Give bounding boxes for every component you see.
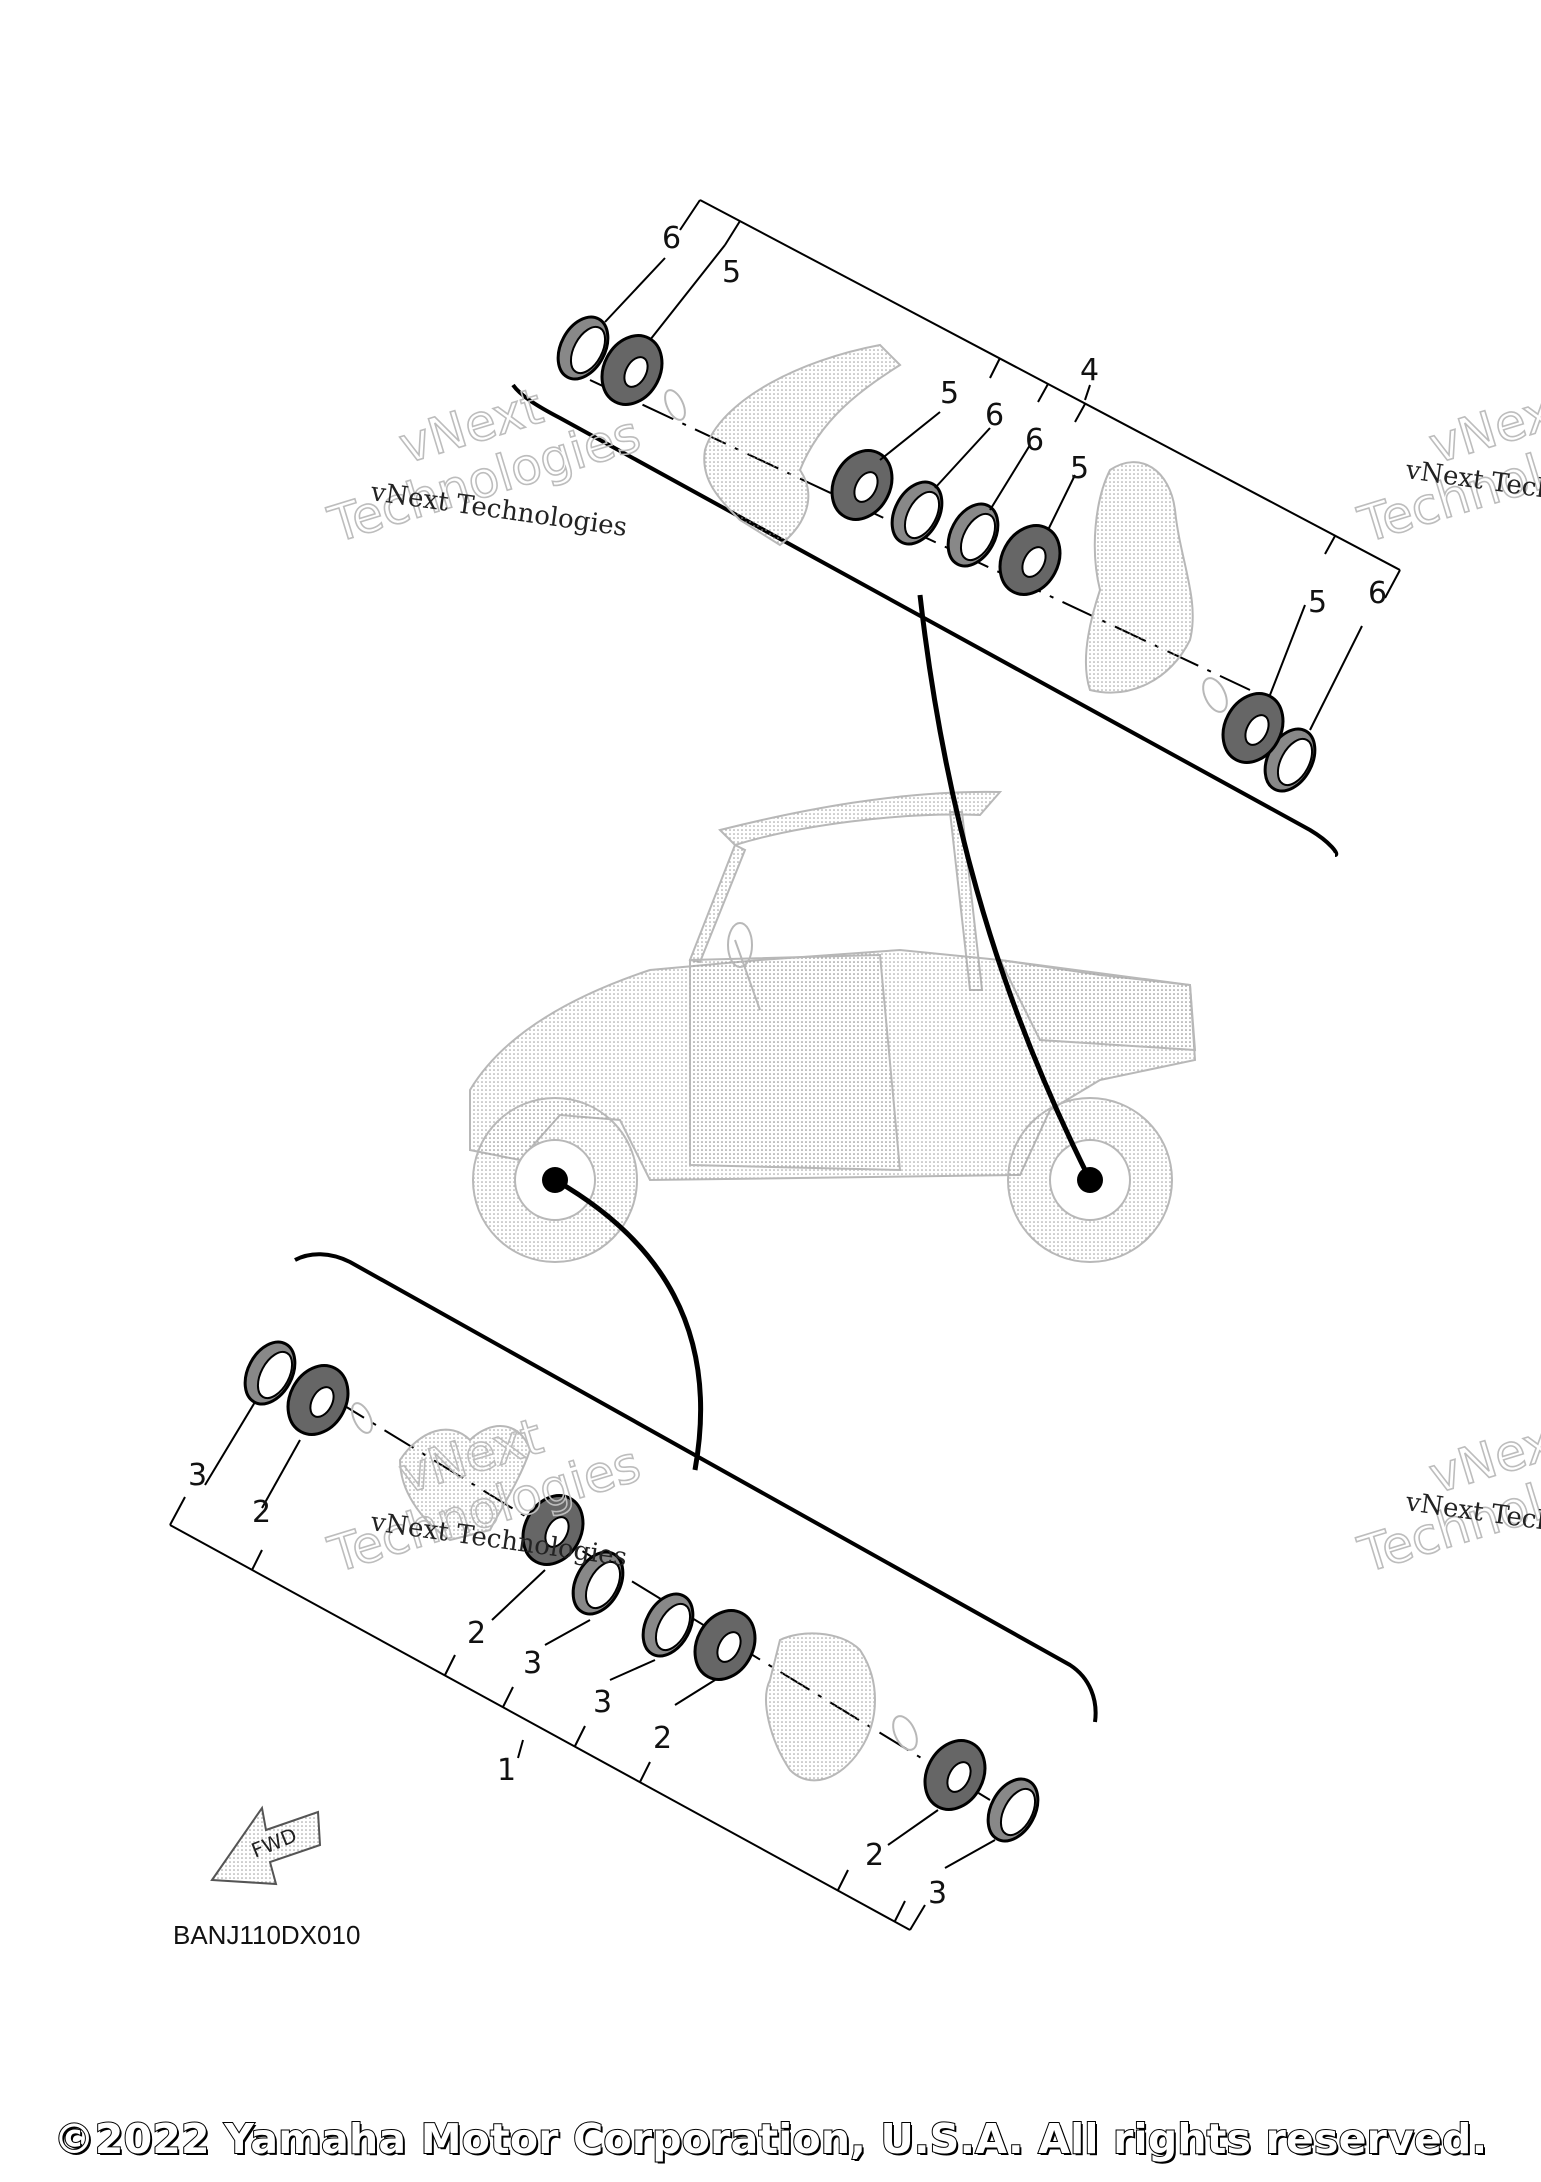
callout-6: 6 bbox=[1025, 423, 1044, 458]
callout-5: 5 bbox=[722, 255, 741, 290]
front-knuckle-right bbox=[765, 1632, 876, 1782]
diagram-code: BANJ110DX010 bbox=[173, 1920, 360, 1950]
callout-2: 2 bbox=[653, 1721, 672, 1756]
callout-3: 3 bbox=[593, 1685, 612, 1720]
rear-leader-line bbox=[917, 594, 1093, 1182]
fwd-arrow-icon: FWD bbox=[210, 1805, 322, 1886]
callout-6: 6 bbox=[662, 221, 681, 256]
rear-assembly: 6 5 5 6 6 5 4 5 6 bbox=[511, 199, 1401, 857]
callout-5: 5 bbox=[940, 376, 959, 411]
callout-3: 3 bbox=[523, 1646, 542, 1681]
callout-2: 2 bbox=[252, 1495, 271, 1530]
front-leader-line bbox=[553, 1177, 704, 1471]
front-knuckle-left bbox=[398, 1425, 532, 1542]
callout-6: 6 bbox=[985, 398, 1004, 433]
callout-3: 3 bbox=[928, 1876, 947, 1911]
callout-4: 4 bbox=[1080, 353, 1099, 388]
callout-3: 3 bbox=[188, 1458, 207, 1493]
callout-2: 2 bbox=[865, 1838, 884, 1873]
rear-knuckle-left bbox=[703, 343, 902, 547]
rear-knuckle-right bbox=[1084, 461, 1194, 694]
copyright-notice: ©2022 Yamaha Motor Corporation, U.S.A. A… bbox=[53, 2114, 1488, 2164]
front-assembly: 3 2 2 3 3 2 1 2 3 bbox=[169, 1252, 1098, 1931]
callout-6: 6 bbox=[1368, 576, 1387, 611]
callout-1: 1 bbox=[497, 1753, 516, 1788]
callout-5: 5 bbox=[1308, 585, 1327, 620]
callout-2: 2 bbox=[467, 1616, 486, 1651]
callout-5: 5 bbox=[1070, 451, 1089, 486]
